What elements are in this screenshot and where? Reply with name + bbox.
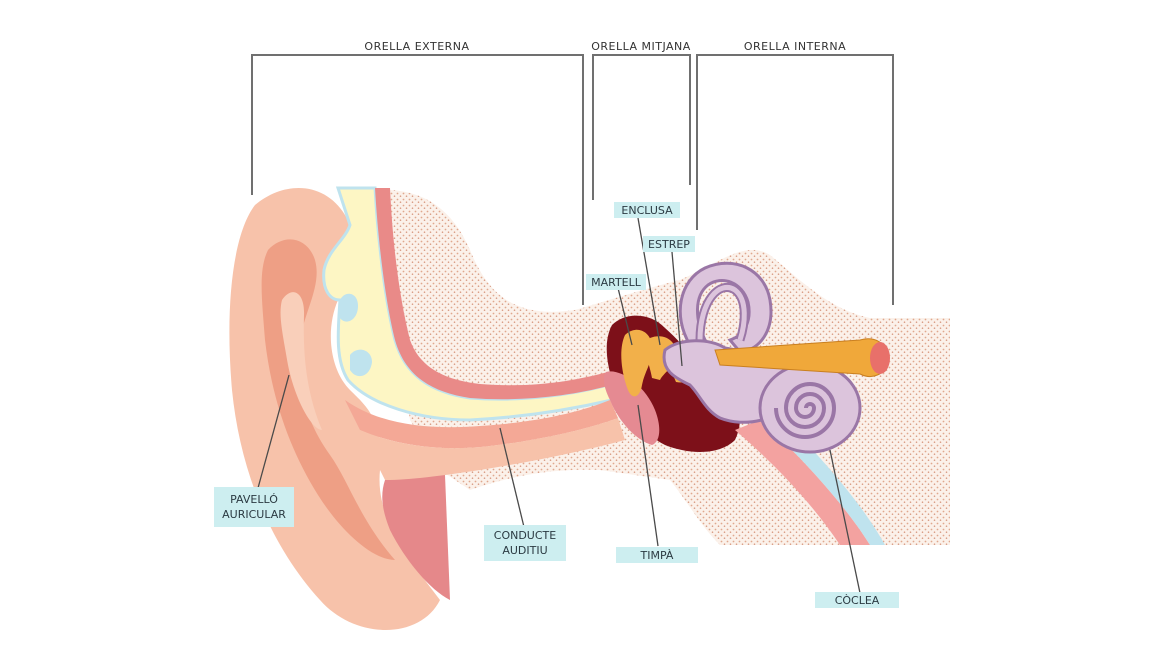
cochlea-spiral (774, 382, 837, 439)
canal-floor (360, 418, 625, 480)
cochlea-leader (829, 449, 861, 594)
label-incus-text: ENCLUSA (621, 204, 673, 217)
middle-ear-label: ORELLA MITJANA (591, 40, 691, 53)
lobule-shadow (382, 470, 450, 600)
label-stapes: ESTREP (643, 236, 695, 252)
label-incus: ENCLUSA (614, 202, 680, 218)
label-eardrum: TIMPÀ (616, 547, 698, 563)
inner-ear (662, 261, 890, 545)
eustachian-tube (735, 420, 870, 545)
canal-leader (499, 427, 525, 528)
section-brackets: ORELLA EXTERNA ORELLA MITJANA ORELLA INT… (251, 40, 894, 305)
pinna-leader (257, 374, 290, 489)
semicircular-canal-2-fill (697, 285, 747, 341)
label-canal-line2: AUDITIU (502, 544, 547, 557)
eardrum-leader (637, 404, 659, 547)
inner-ear-bracket (696, 54, 894, 305)
cartilage-hole-1 (340, 293, 358, 322)
incus-leader (637, 217, 661, 346)
inner-ear-label: ORELLA INTERNA (744, 40, 846, 53)
nerve-end (870, 342, 890, 374)
outer-ear-bracket (251, 54, 584, 305)
stapes-leader (671, 251, 683, 367)
outer-ear-label: ORELLA EXTERNA (364, 40, 469, 53)
label-eardrum-text: TIMPÀ (640, 549, 674, 562)
eardrum-shape (603, 371, 660, 445)
canal-wall-upper (375, 188, 608, 400)
label-stapes-text: ESTREP (648, 238, 690, 251)
ear-canal (345, 400, 618, 449)
label-cochlea: CÒCLEA (815, 592, 899, 608)
label-malleus-text: MARTELL (591, 276, 642, 289)
label-pinna-line2: AURICULAR (222, 508, 286, 521)
label-canal: CONDUCTE AUDITIU (484, 525, 566, 561)
label-pinna: PAVELLÓ AURICULAR (214, 487, 294, 527)
cartilage-hole-2 (350, 349, 372, 377)
label-canal-line1: CONDUCTE (494, 529, 556, 542)
pinna-concha (280, 292, 322, 430)
middle-ear-bracket (592, 54, 691, 200)
leader-lines (257, 217, 861, 594)
label-cochlea-text: CÒCLEA (835, 594, 880, 607)
malleus-shape (621, 329, 653, 397)
label-pinna-line1: PAVELLÓ (230, 493, 278, 506)
label-malleus: MARTELL (586, 274, 646, 290)
malleus-leader (617, 287, 633, 346)
